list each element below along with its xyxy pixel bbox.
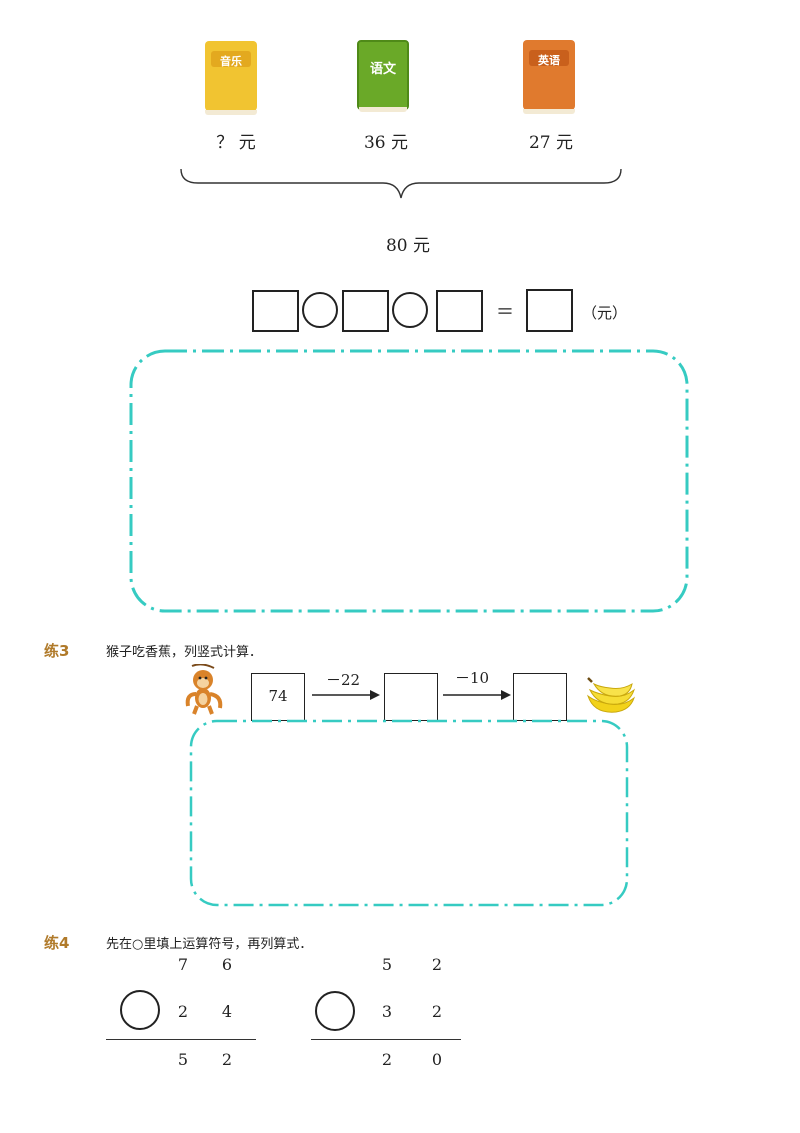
music-price: ？ 元	[216, 133, 256, 153]
left-top-tens: 7	[177, 955, 189, 974]
operation-1-label: －22	[326, 671, 361, 689]
right-result-ones: 0	[431, 1050, 443, 1069]
chinese-book-title: 语文	[369, 62, 396, 77]
operator-circle-1[interactable]	[302, 292, 338, 328]
left-result-ones: 2	[221, 1050, 233, 1069]
left-top-ones: 6	[221, 955, 233, 974]
exercise-4-label: 练4	[44, 934, 70, 952]
answer-box-2[interactable]	[342, 290, 389, 332]
exercise-3-instruction: 猴子吃香蕉，列竖式计算．	[106, 645, 263, 660]
right-mid-ones: 2	[431, 1002, 443, 1021]
chinese-price: 36 元	[363, 133, 409, 153]
music-book-title: 音乐	[220, 55, 242, 68]
english-price: 27 元	[528, 133, 574, 153]
equals-sign: ＝	[496, 302, 514, 323]
right-top-tens: 5	[381, 955, 393, 974]
answer-box-result[interactable]	[526, 289, 573, 332]
left-mid-tens: 2	[177, 1002, 189, 1021]
english-book-icon: 英语	[523, 40, 575, 114]
music-book-icon: 音乐	[205, 41, 257, 115]
monkey-icon	[185, 664, 223, 715]
total-brace	[180, 168, 622, 199]
start-value: 74	[268, 687, 288, 705]
right-mid-tens: 3	[381, 1002, 393, 1021]
banana-icon	[587, 677, 636, 713]
right-sum-line	[311, 1039, 461, 1040]
final-box[interactable]	[513, 673, 567, 721]
answer-box-1[interactable]	[252, 290, 299, 332]
left-mid-ones: 4	[221, 1002, 233, 1021]
operation-2-label: －10	[455, 669, 490, 687]
answer-box-3[interactable]	[436, 290, 483, 332]
start-value-box: 74	[251, 673, 305, 721]
exercise-4-instruction: 先在○里填上运算符号，再列算式．	[106, 937, 313, 952]
exercise-3-label: 练3	[44, 642, 70, 660]
arrow-1-icon	[312, 690, 380, 700]
intermediate-box[interactable]	[384, 673, 438, 721]
english-book-title: 英语	[538, 54, 560, 67]
left-sum-line	[106, 1039, 256, 1040]
operator-circle-2[interactable]	[392, 292, 428, 328]
total-price: 80 元	[385, 236, 431, 256]
right-result-tens: 2	[381, 1050, 393, 1069]
left-operator-circle[interactable]	[120, 990, 160, 1030]
work-area-1[interactable]	[128, 348, 690, 614]
right-operator-circle[interactable]	[315, 991, 355, 1031]
unit-label: （元）	[582, 304, 628, 322]
left-result-tens: 5	[177, 1050, 189, 1069]
arrow-2-icon	[443, 690, 511, 700]
right-top-ones: 2	[431, 955, 443, 974]
work-area-2[interactable]	[188, 718, 630, 908]
chinese-book-icon: 语文	[357, 40, 409, 112]
